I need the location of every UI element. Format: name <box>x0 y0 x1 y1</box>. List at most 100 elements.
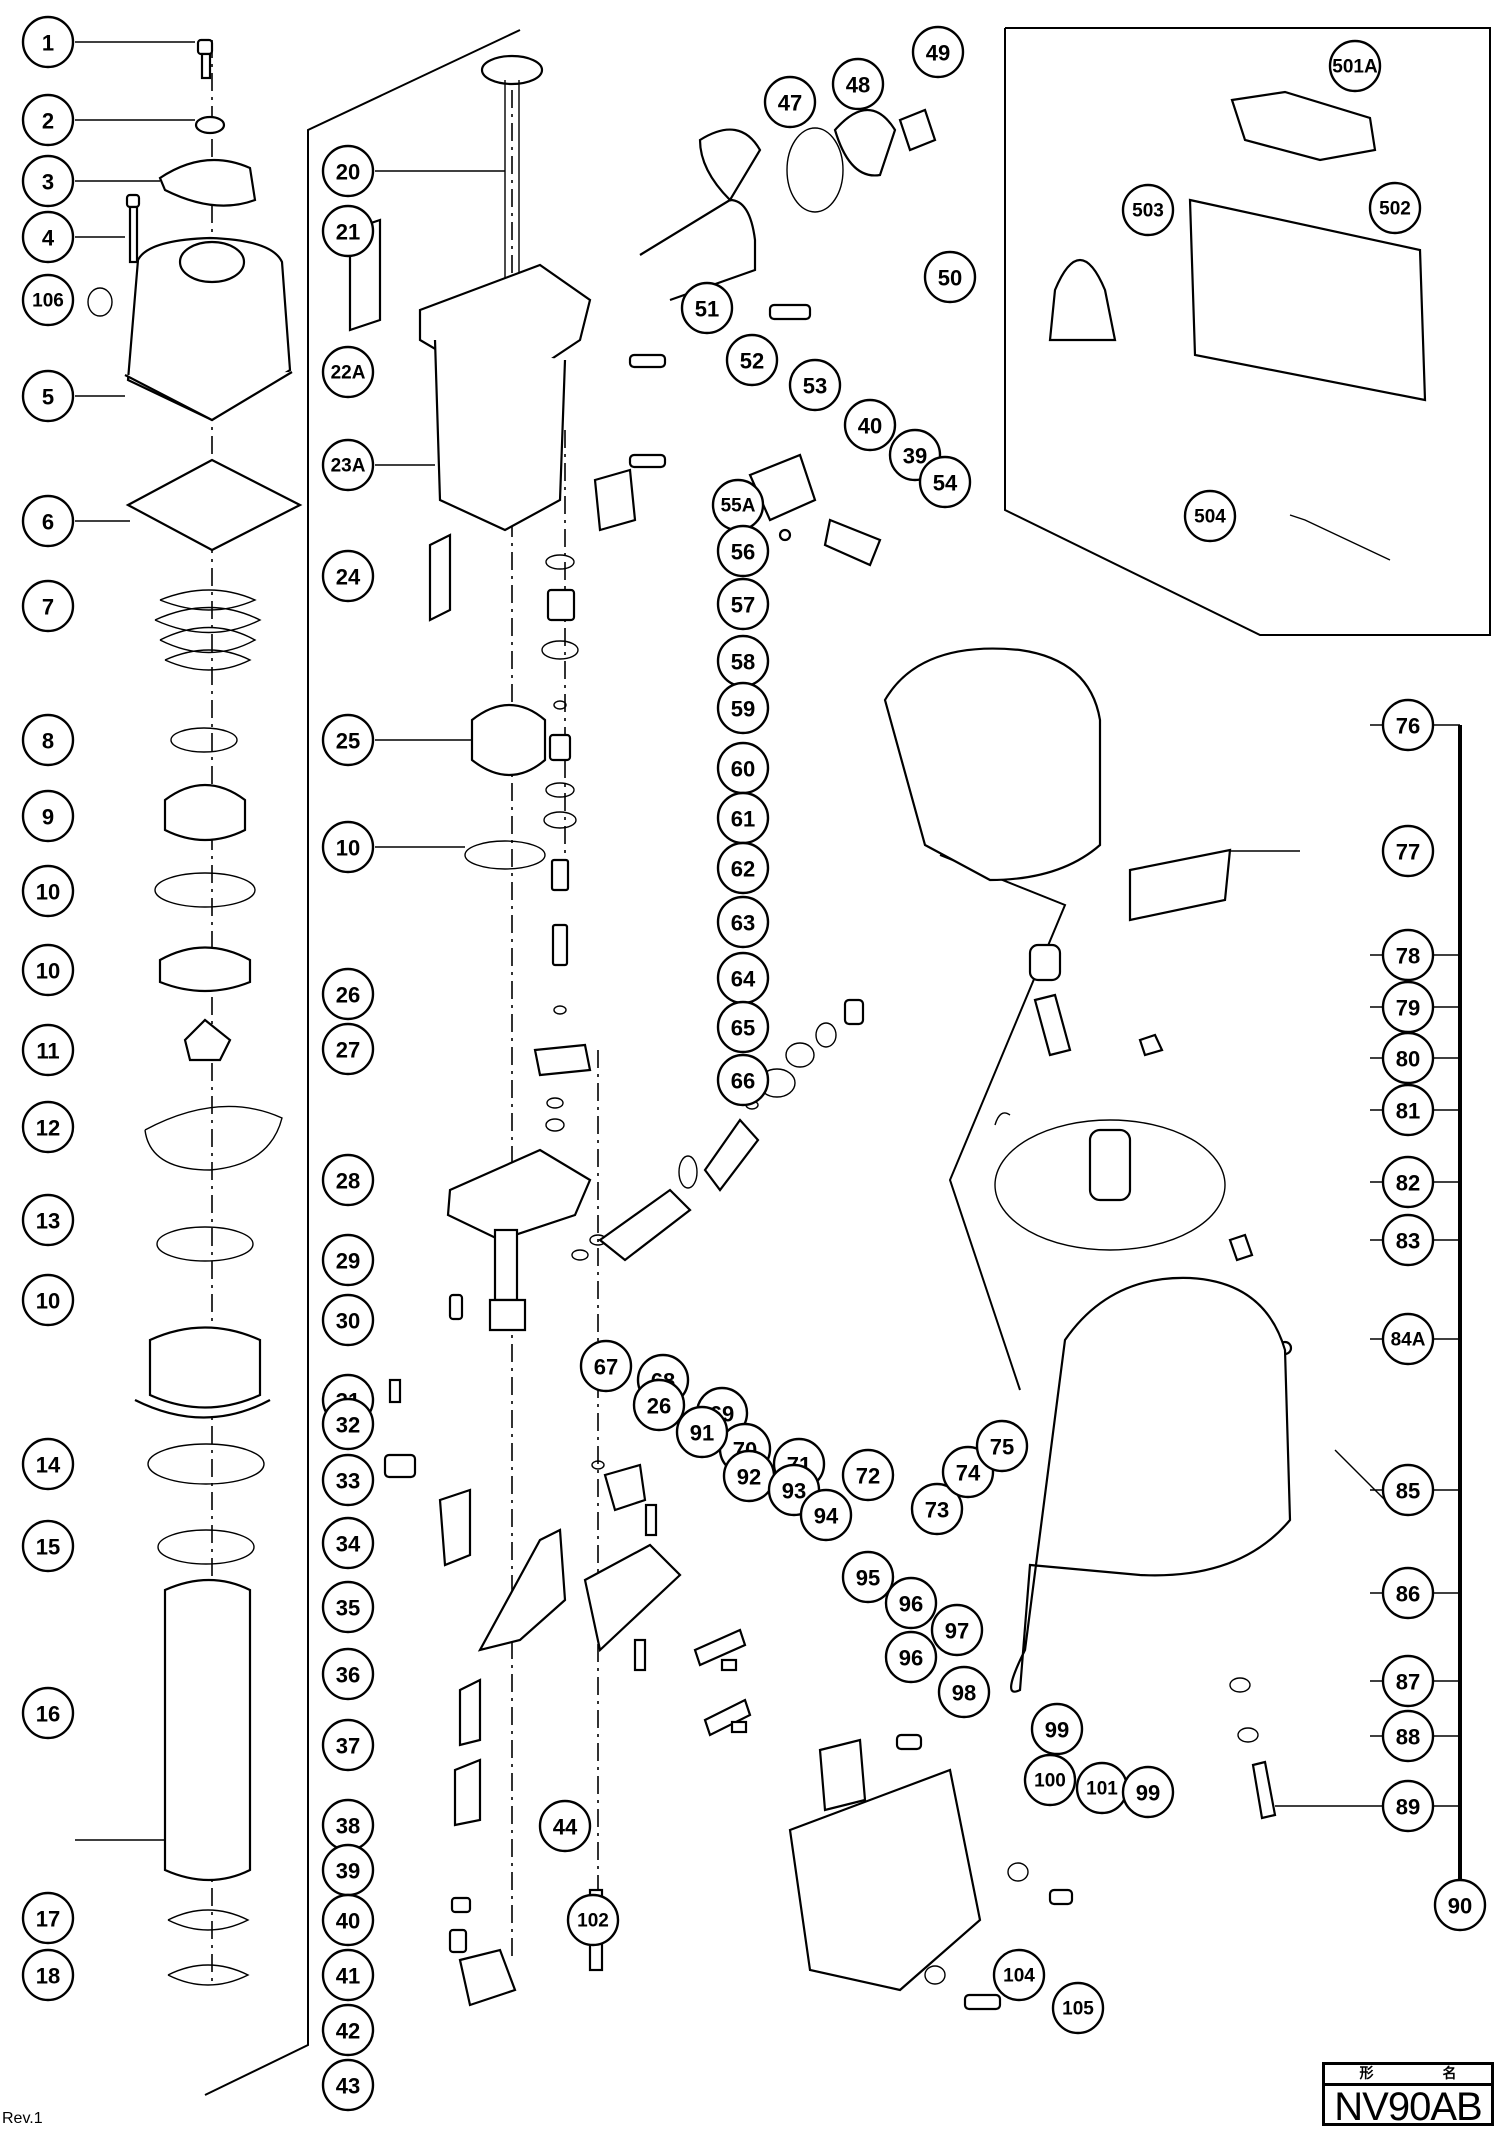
callout-2: 2 <box>21 93 75 147</box>
callout-number: 3 <box>42 170 54 195</box>
callout-circle <box>788 358 842 412</box>
callout-circle <box>1381 1654 1435 1708</box>
callout-number: 92 <box>737 1465 761 1490</box>
callout-number: 87 <box>1396 1670 1420 1695</box>
callout-33: 33 <box>321 1453 375 1507</box>
callout-10: 10 <box>21 1273 75 1327</box>
callout-number: 52 <box>740 349 764 374</box>
callout-circle <box>675 1405 729 1459</box>
callout-number: 27 <box>336 1038 360 1063</box>
callout-circle <box>1328 39 1382 93</box>
callout-circle <box>321 345 375 399</box>
callout-circle <box>1433 1878 1487 1932</box>
callout-circle <box>1381 698 1435 752</box>
callout-circle <box>321 438 375 492</box>
callout-circle <box>21 369 75 423</box>
callout-77: 77 <box>1381 824 1435 878</box>
callout-circle <box>716 681 770 735</box>
callout-42: 42 <box>321 2003 375 2057</box>
callout-circle <box>321 1153 375 1207</box>
callout-circle <box>725 333 779 387</box>
callout-circle <box>1381 824 1435 878</box>
callout-41: 41 <box>321 1948 375 2002</box>
callout-number: 62 <box>731 857 755 882</box>
callout-number: 66 <box>731 1069 755 1094</box>
callout-32: 32 <box>321 1397 375 1451</box>
callout-56: 56 <box>716 524 770 578</box>
callout-number: 101 <box>1086 1779 1118 1800</box>
callout-503: 503 <box>1121 183 1175 237</box>
callout-number: 104 <box>1003 1966 1035 1987</box>
callout-51: 51 <box>680 281 734 335</box>
callout-number: 503 <box>1132 201 1164 222</box>
callout-number: 37 <box>336 1734 360 1759</box>
callout-28: 28 <box>321 1153 375 1207</box>
callout-circle <box>21 864 75 918</box>
callout-circle <box>321 1647 375 1701</box>
callout-number: 35 <box>336 1596 360 1621</box>
callout-circle <box>763 75 817 129</box>
callout-number: 1 <box>42 31 54 56</box>
callout-92: 92 <box>722 1449 776 1503</box>
callout-6: 6 <box>21 494 75 548</box>
callout-84A: 84A <box>1381 1312 1435 1366</box>
callout-circle <box>831 57 885 111</box>
callout-30: 30 <box>321 1293 375 1347</box>
callout-number: 20 <box>336 160 360 185</box>
carrying-case <box>1188 198 1427 402</box>
callout-99: 99 <box>1121 1765 1175 1819</box>
callout-24: 24 <box>321 549 375 603</box>
callout-circle <box>716 577 770 631</box>
model-label: 形 名 <box>1325 2065 1491 2086</box>
callout-number: 84A <box>1391 1330 1426 1351</box>
callout-number: 5 <box>42 385 54 410</box>
callout-circle <box>21 579 75 633</box>
callout-number: 21 <box>336 220 360 245</box>
callout-circle <box>538 1799 592 1853</box>
callout-number: 102 <box>577 1911 609 1932</box>
callout-61: 61 <box>716 791 770 845</box>
callout-number: 73 <box>925 1498 949 1523</box>
callout-number: 75 <box>990 1435 1014 1460</box>
callout-circle <box>21 1437 75 1491</box>
callout-number: 51 <box>695 297 719 322</box>
callout-65: 65 <box>716 1000 770 1054</box>
callout-circle <box>21 1100 75 1154</box>
callout-circle <box>937 1665 991 1719</box>
callout-number: 79 <box>1396 996 1420 1021</box>
callout-15: 15 <box>21 1519 75 1573</box>
callout-circle <box>884 1576 938 1630</box>
callout-number: 502 <box>1379 199 1411 220</box>
callout-number: 43 <box>336 2074 360 2099</box>
callout-circle <box>21 210 75 264</box>
callout-number: 6 <box>42 510 54 535</box>
callout-circle <box>321 1948 375 2002</box>
callout-21: 21 <box>321 204 375 258</box>
callout-29: 29 <box>321 1233 375 1287</box>
callout-number: 39 <box>903 444 927 469</box>
callout-502: 502 <box>1368 181 1422 235</box>
callout-circle <box>566 1893 620 1947</box>
callout-number: 36 <box>336 1663 360 1688</box>
callout-34: 34 <box>321 1516 375 1570</box>
callout-number: 10 <box>36 1289 60 1314</box>
callout-75: 75 <box>975 1419 1029 1473</box>
model-title-block: 形 名 NV90AB <box>1322 2062 1494 2129</box>
callout-number: 96 <box>899 1592 923 1617</box>
callout-number: 12 <box>36 1116 60 1141</box>
callout-number: 58 <box>731 650 755 675</box>
model-label-char-2: 名 <box>1442 2066 1457 2082</box>
callout-circle <box>716 895 770 949</box>
callout-number: 67 <box>594 1355 618 1380</box>
callout-39: 39 <box>321 1843 375 1897</box>
callout-circle <box>1051 1981 1105 2035</box>
callout-number: 57 <box>731 593 755 618</box>
model-number: NV90AB <box>1334 2085 1482 2129</box>
callout-98: 98 <box>937 1665 991 1719</box>
callout-17: 17 <box>21 1891 75 1945</box>
callout-number: 96 <box>899 1646 923 1671</box>
callout-number: 40 <box>858 414 882 439</box>
callout-circle <box>21 154 75 208</box>
callout-36: 36 <box>321 1647 375 1701</box>
callout-63: 63 <box>716 895 770 949</box>
